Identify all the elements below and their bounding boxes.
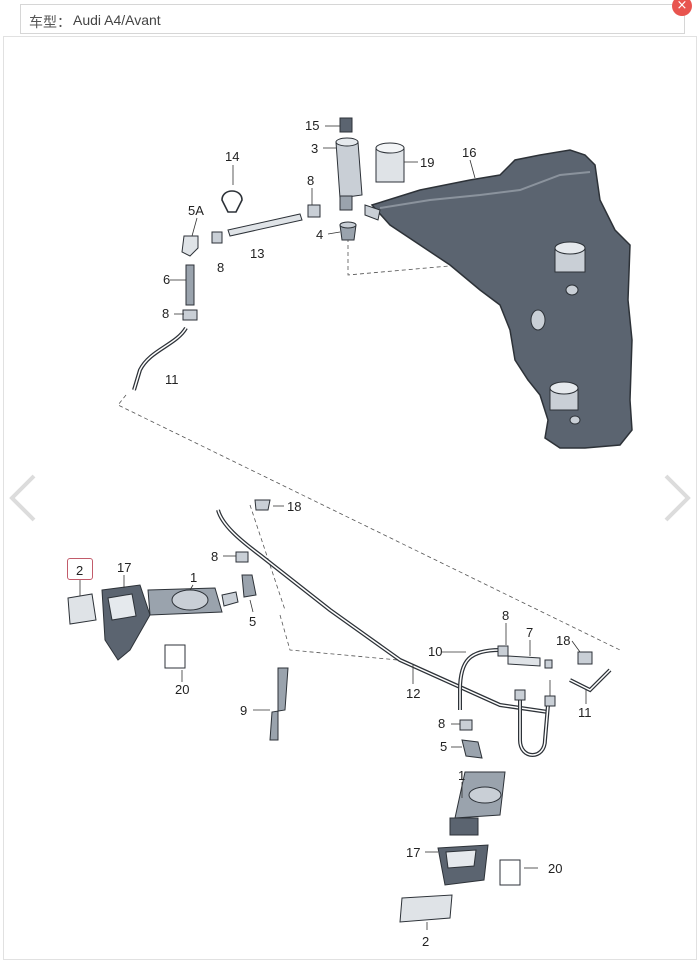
highlight-box-part-2[interactable] — [67, 558, 93, 580]
callout-8: 8 — [438, 716, 445, 731]
callout-2-highlighted: 2 — [76, 563, 83, 578]
callout-11: 11 — [578, 705, 592, 720]
callout-1: 1 — [458, 768, 465, 783]
callout-13: 13 — [250, 246, 264, 261]
callout-14: 14 — [225, 149, 239, 164]
callout-20: 20 — [175, 682, 189, 697]
callout-20: 20 — [548, 861, 562, 876]
close-button[interactable]: × — [672, 0, 692, 16]
leader-lines — [79, 125, 587, 930]
callout-9: 9 — [240, 703, 247, 718]
callout-8: 8 — [162, 306, 169, 321]
callout-2: 2 — [422, 934, 429, 949]
callout-18: 18 — [556, 633, 570, 648]
callout-6: 6 — [163, 272, 170, 287]
callout-8: 8 — [217, 260, 224, 275]
callout-3: 3 — [311, 141, 318, 156]
callout-19: 19 — [420, 155, 434, 170]
callout-17: 17 — [406, 845, 420, 860]
lower-hose-lines — [216, 509, 612, 757]
callout-8: 8 — [502, 608, 509, 623]
top-pump-assembly — [132, 117, 405, 391]
callout-8: 8 — [307, 173, 314, 188]
chevron-right-icon[interactable] — [660, 472, 694, 524]
callout-8: 8 — [211, 549, 218, 564]
callout-5: 5 — [249, 614, 256, 629]
callout-11: 11 — [165, 372, 179, 387]
callout-12: 12 — [406, 686, 420, 701]
callout-labels: 15 3 19 16 14 8 5A 4 8 13 6 8 11 18 8 2 … — [76, 118, 592, 949]
callout-7: 7 — [526, 625, 533, 640]
callout-5A: 5A — [188, 203, 204, 218]
callout-15: 15 — [305, 118, 319, 133]
lower-parts — [67, 499, 593, 923]
callout-10: 10 — [428, 644, 442, 659]
model-value: Audi A4/Avant — [73, 12, 161, 28]
callout-17: 17 — [117, 560, 131, 575]
callout-1: 1 — [190, 570, 197, 585]
model-label: 车型： — [29, 14, 71, 30]
dashed-guide-lines — [117, 238, 621, 661]
callout-4: 4 — [316, 227, 323, 242]
callout-18: 18 — [287, 499, 301, 514]
callout-5: 5 — [440, 739, 447, 754]
callout-16: 16 — [462, 145, 476, 160]
washer-reservoir — [364, 149, 633, 449]
chevron-left-icon[interactable] — [6, 472, 40, 524]
vehicle-model-bar: 车型： Audi A4/Avant — [20, 4, 685, 34]
